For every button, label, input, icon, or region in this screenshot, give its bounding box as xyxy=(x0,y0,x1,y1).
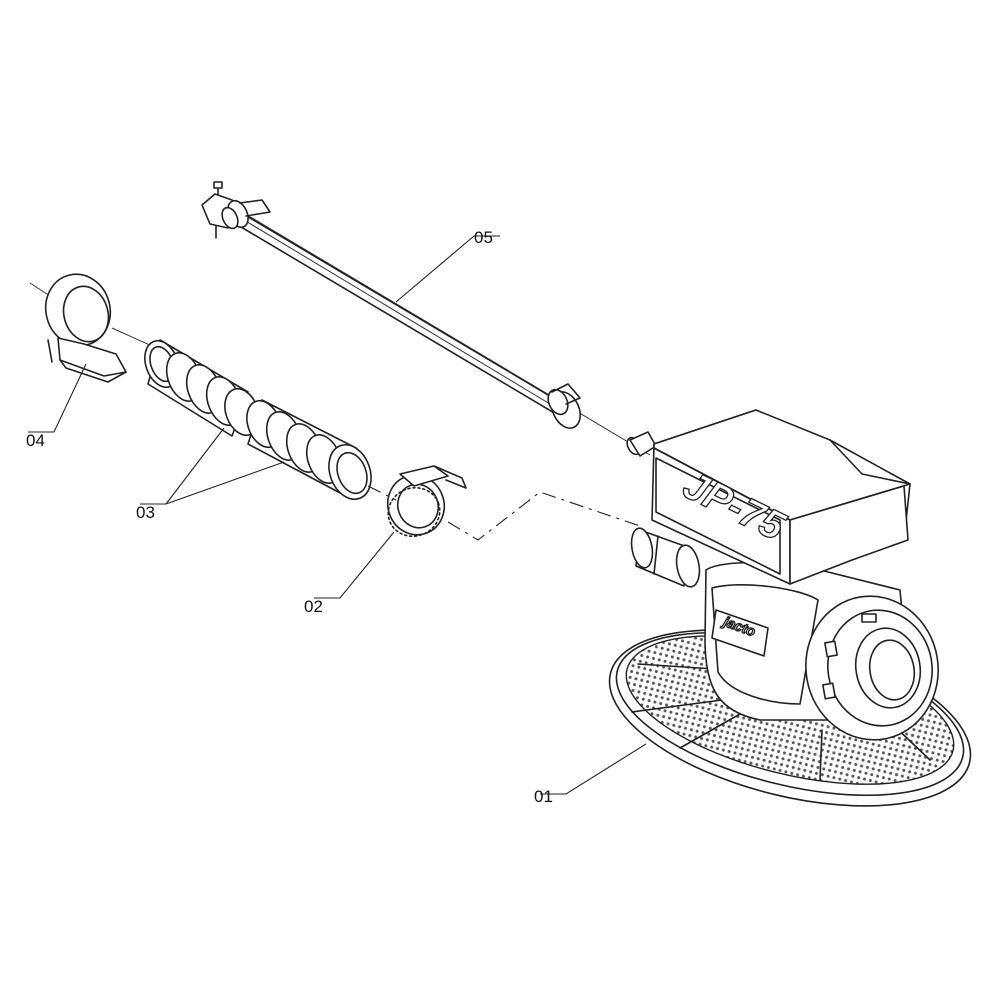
callout-02: 02 xyxy=(304,531,395,616)
outlet-drum xyxy=(805,595,939,741)
callout-label-05: 05 xyxy=(474,228,493,247)
assembly-centerline xyxy=(367,485,641,541)
callout-label-02: 02 xyxy=(304,597,323,616)
lance-connector xyxy=(626,431,657,457)
jacto-badge: jacto xyxy=(711,609,769,657)
part-01-sprayer-body: jacto JP-75 xyxy=(608,409,972,807)
lance-clamp-far xyxy=(547,383,582,429)
part-04-bracket xyxy=(29,273,153,383)
part-05-spray-lance xyxy=(201,181,657,457)
callout-label-04: 04 xyxy=(26,431,45,450)
lance-clamp-near xyxy=(221,199,271,230)
callout-label-03: 03 xyxy=(136,503,155,522)
hose-left xyxy=(144,339,260,437)
callout-03: 03 xyxy=(136,427,285,522)
part-03-hoses xyxy=(144,339,372,500)
callout-label-01: 01 xyxy=(534,787,553,806)
body-inlet-fitting xyxy=(630,527,701,588)
hose-right xyxy=(246,399,372,500)
callout-04: 04 xyxy=(26,363,87,450)
motor-box: JP-75 xyxy=(651,409,911,585)
callout-05: 05 xyxy=(395,228,500,303)
callout-01: 01 xyxy=(534,743,647,806)
part-02-hose-clamp xyxy=(386,465,467,538)
